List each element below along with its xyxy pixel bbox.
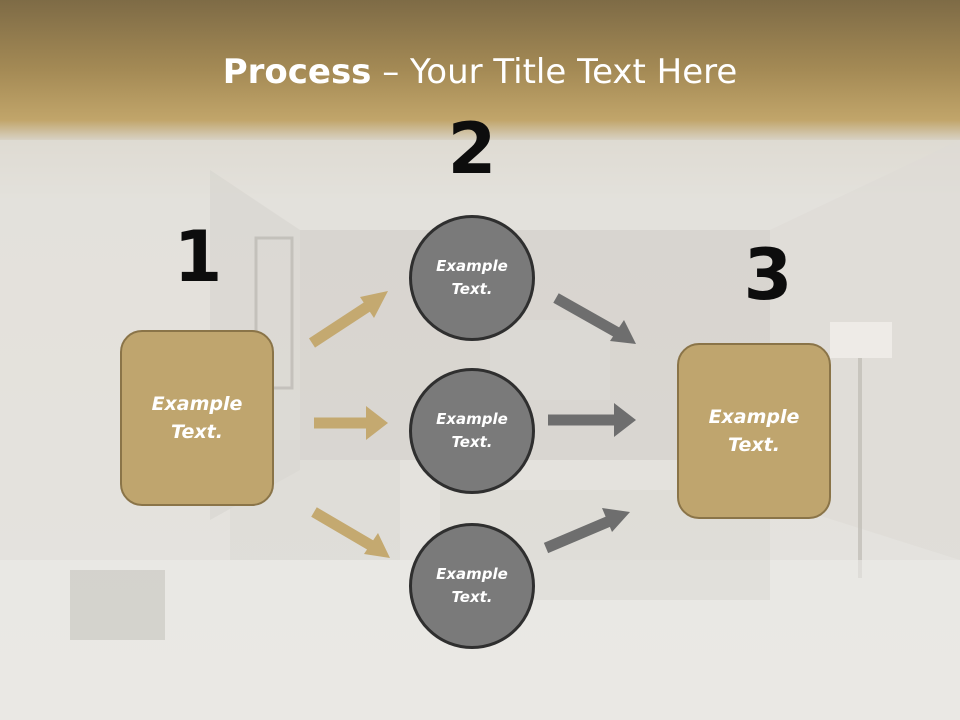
process-circle-middle: Example Text.	[409, 368, 535, 494]
title-bold: Process	[222, 52, 372, 92]
step-number-2: 2	[447, 108, 497, 190]
process-circle-bottom: Example Text.	[409, 523, 535, 649]
circle-middle-line2: Text.	[451, 433, 493, 451]
left-process-box: Example Text.	[120, 330, 274, 506]
step-number-3: 3	[743, 234, 793, 316]
arrow-gray-right	[548, 403, 636, 437]
step-number-1: 1	[173, 216, 223, 298]
left-box-line1: Example	[151, 392, 243, 415]
circle-top-line1: Example	[436, 256, 508, 275]
right-box-line1: Example	[708, 405, 800, 428]
title-rest: – Your Title Text Here	[371, 52, 738, 92]
circle-top-line2: Text.	[451, 280, 493, 298]
slide-title: Process – Your Title Text Here	[0, 52, 960, 92]
process-circle-top: Example Text.	[409, 215, 535, 341]
circle-bottom-line1: Example	[436, 564, 508, 583]
arrow-gray-down	[553, 293, 636, 344]
arrow-gray-up	[543, 508, 630, 554]
arrow-gold-down	[311, 507, 390, 558]
left-box-line2: Text.	[171, 421, 223, 443]
arrow-gold-up	[308, 291, 388, 348]
circle-bottom-line2: Text.	[451, 588, 493, 606]
arrow-gold-right	[314, 406, 388, 440]
right-process-box: Example Text.	[677, 343, 831, 519]
right-box-line2: Text.	[728, 434, 780, 456]
circle-middle-line1: Example	[436, 409, 508, 428]
